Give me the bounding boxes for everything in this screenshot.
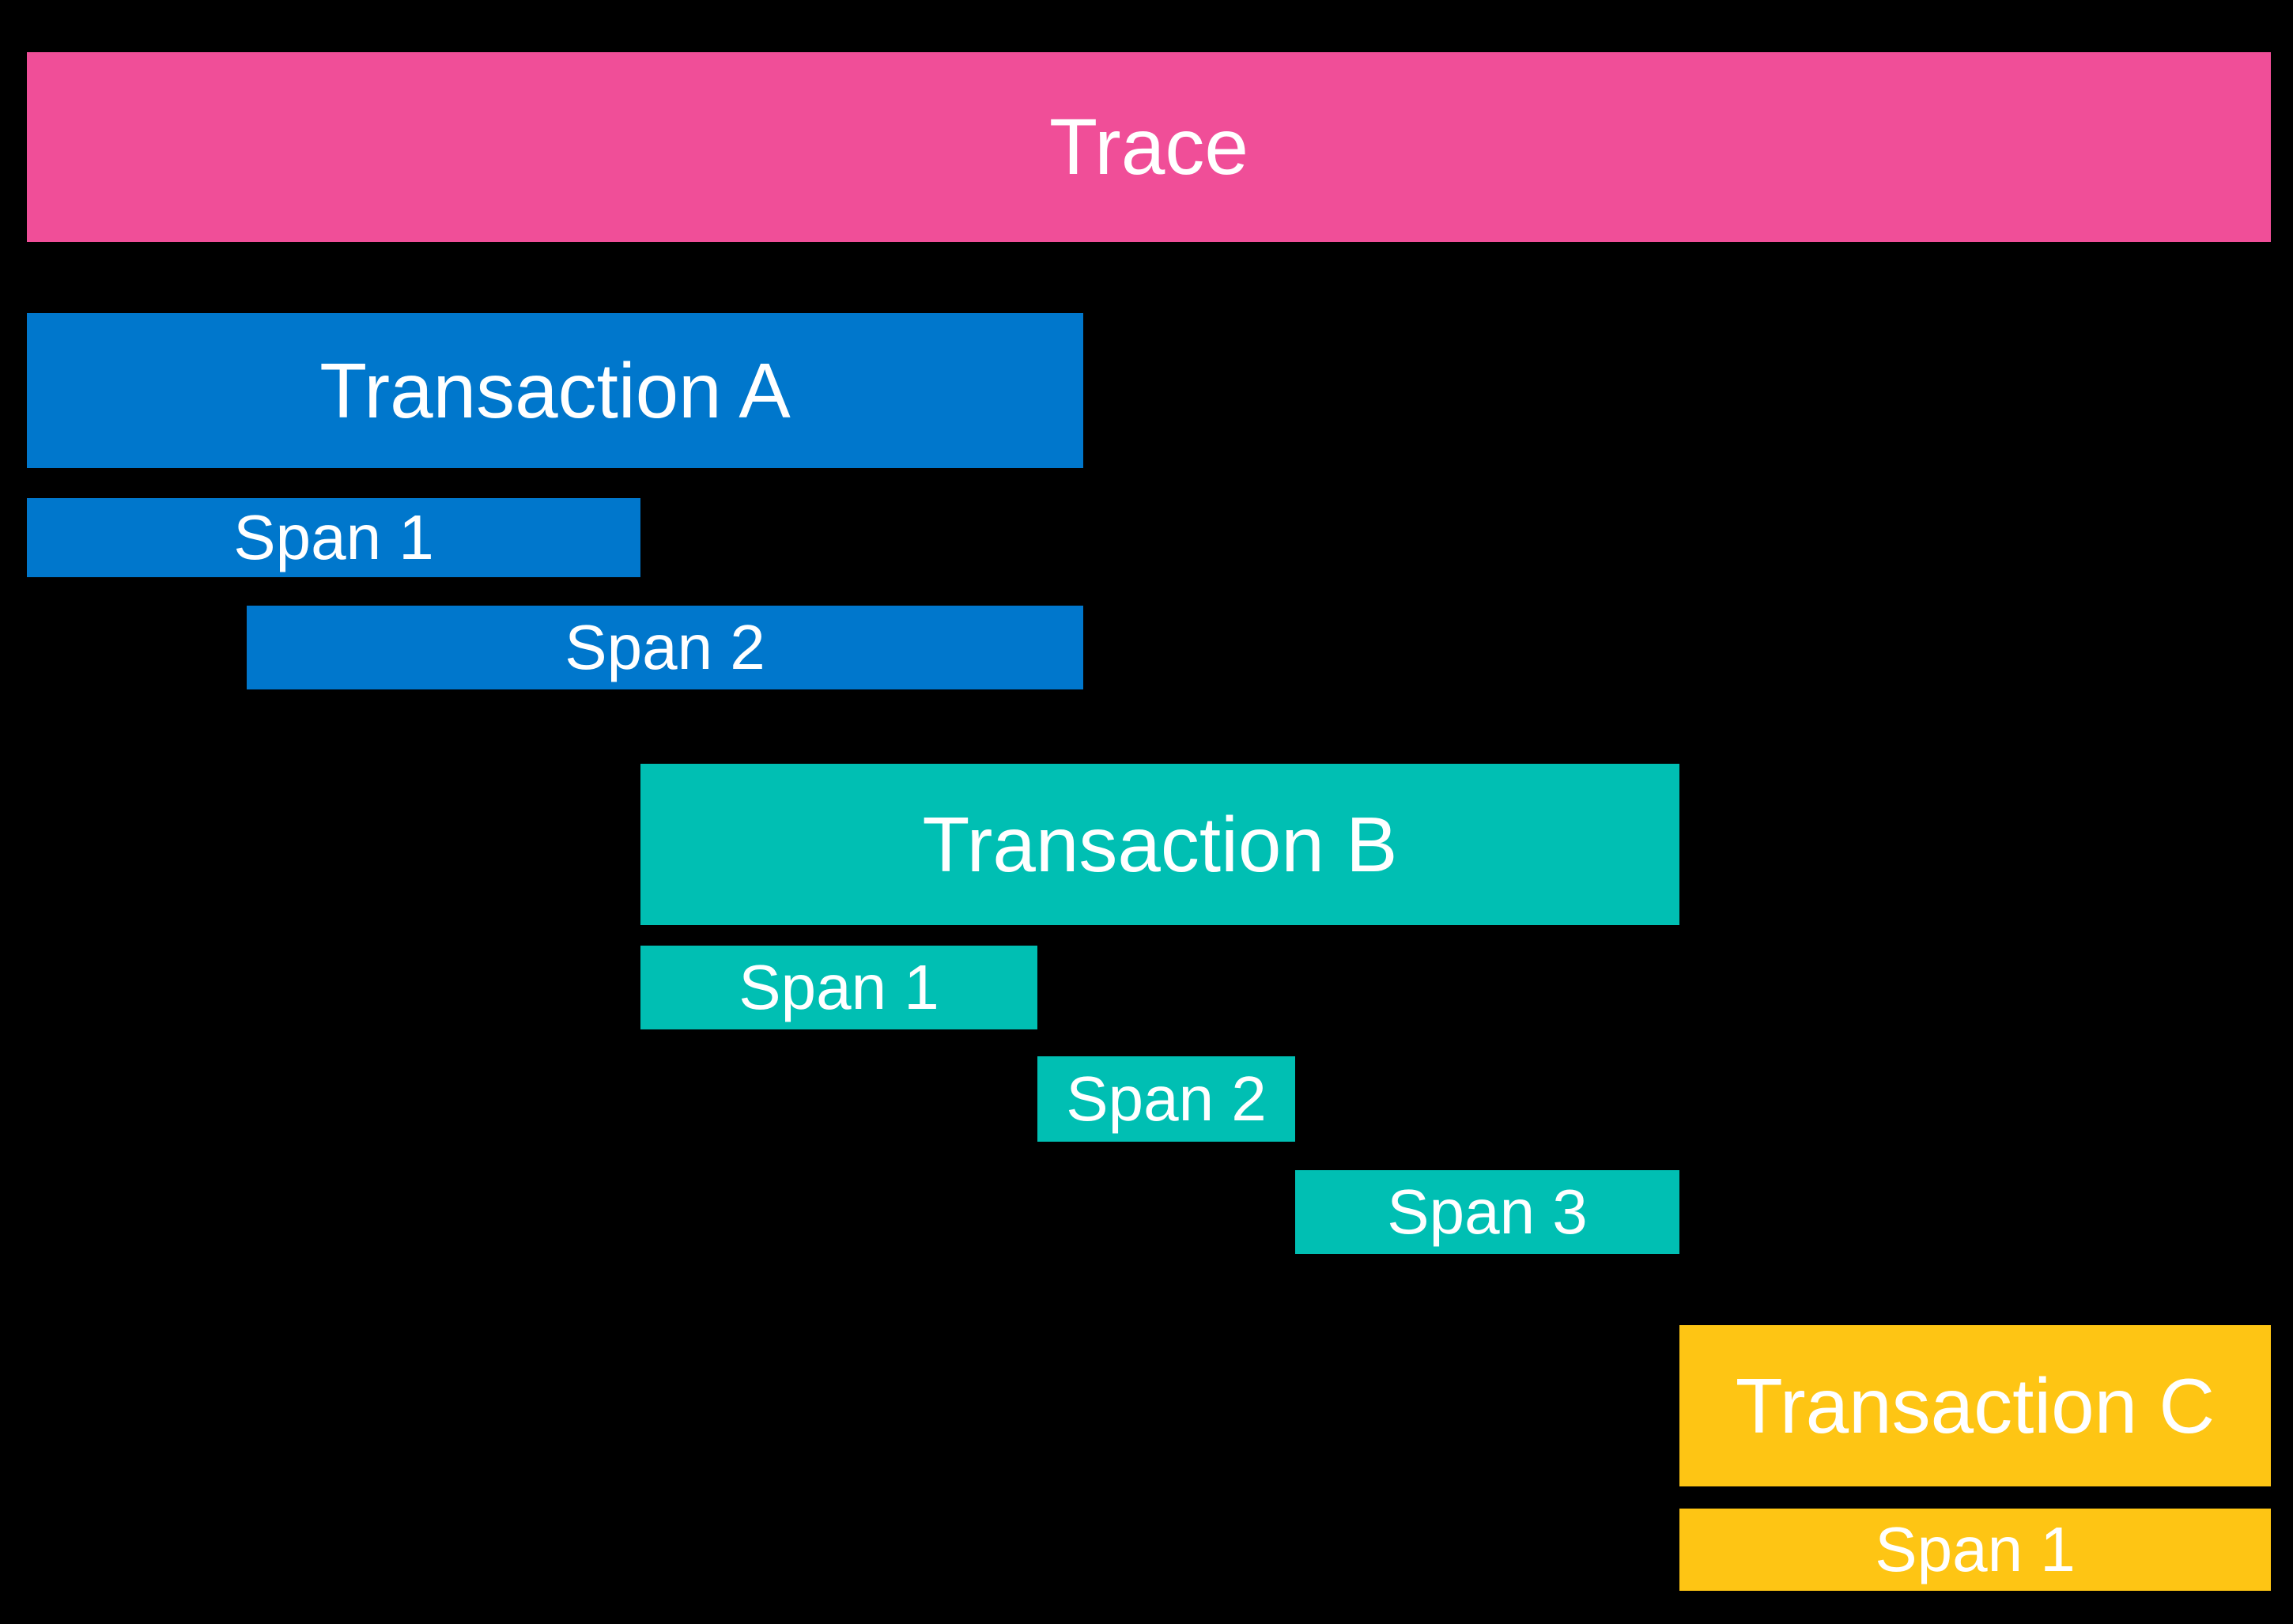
transaction-b-span-3-label: Span 3 [1387, 1176, 1588, 1247]
transaction-b-span-3: Span 3 [1295, 1170, 1679, 1254]
transaction-a-bar-label: Transaction A [319, 347, 791, 434]
transaction-a-span-1-label: Span 1 [233, 502, 434, 572]
transaction-b-bar: Transaction B [640, 764, 1679, 925]
transaction-a-span-2: Span 2 [247, 606, 1083, 689]
transaction-a-bar: Transaction A [27, 313, 1083, 468]
transaction-b-bar-label: Transaction B [922, 801, 1398, 888]
transaction-a-span-1: Span 1 [27, 498, 640, 577]
transaction-b-span-2-label: Span 2 [1066, 1063, 1267, 1134]
transaction-c-span-1: Span 1 [1679, 1509, 2271, 1591]
trace-bar-label: Trace [1049, 103, 1248, 191]
transaction-a-span-2-label: Span 2 [565, 612, 765, 682]
transaction-b-span-1-label: Span 1 [739, 952, 939, 1022]
trace-bar: Trace [27, 52, 2271, 242]
transaction-c-span-1-label: Span 1 [1875, 1514, 2076, 1584]
transaction-b-span-2: Span 2 [1037, 1056, 1295, 1142]
transaction-b-span-1: Span 1 [640, 946, 1037, 1029]
transaction-c-bar-label: Transaction C [1735, 1362, 2216, 1449]
transaction-c-bar: Transaction C [1679, 1325, 2271, 1486]
